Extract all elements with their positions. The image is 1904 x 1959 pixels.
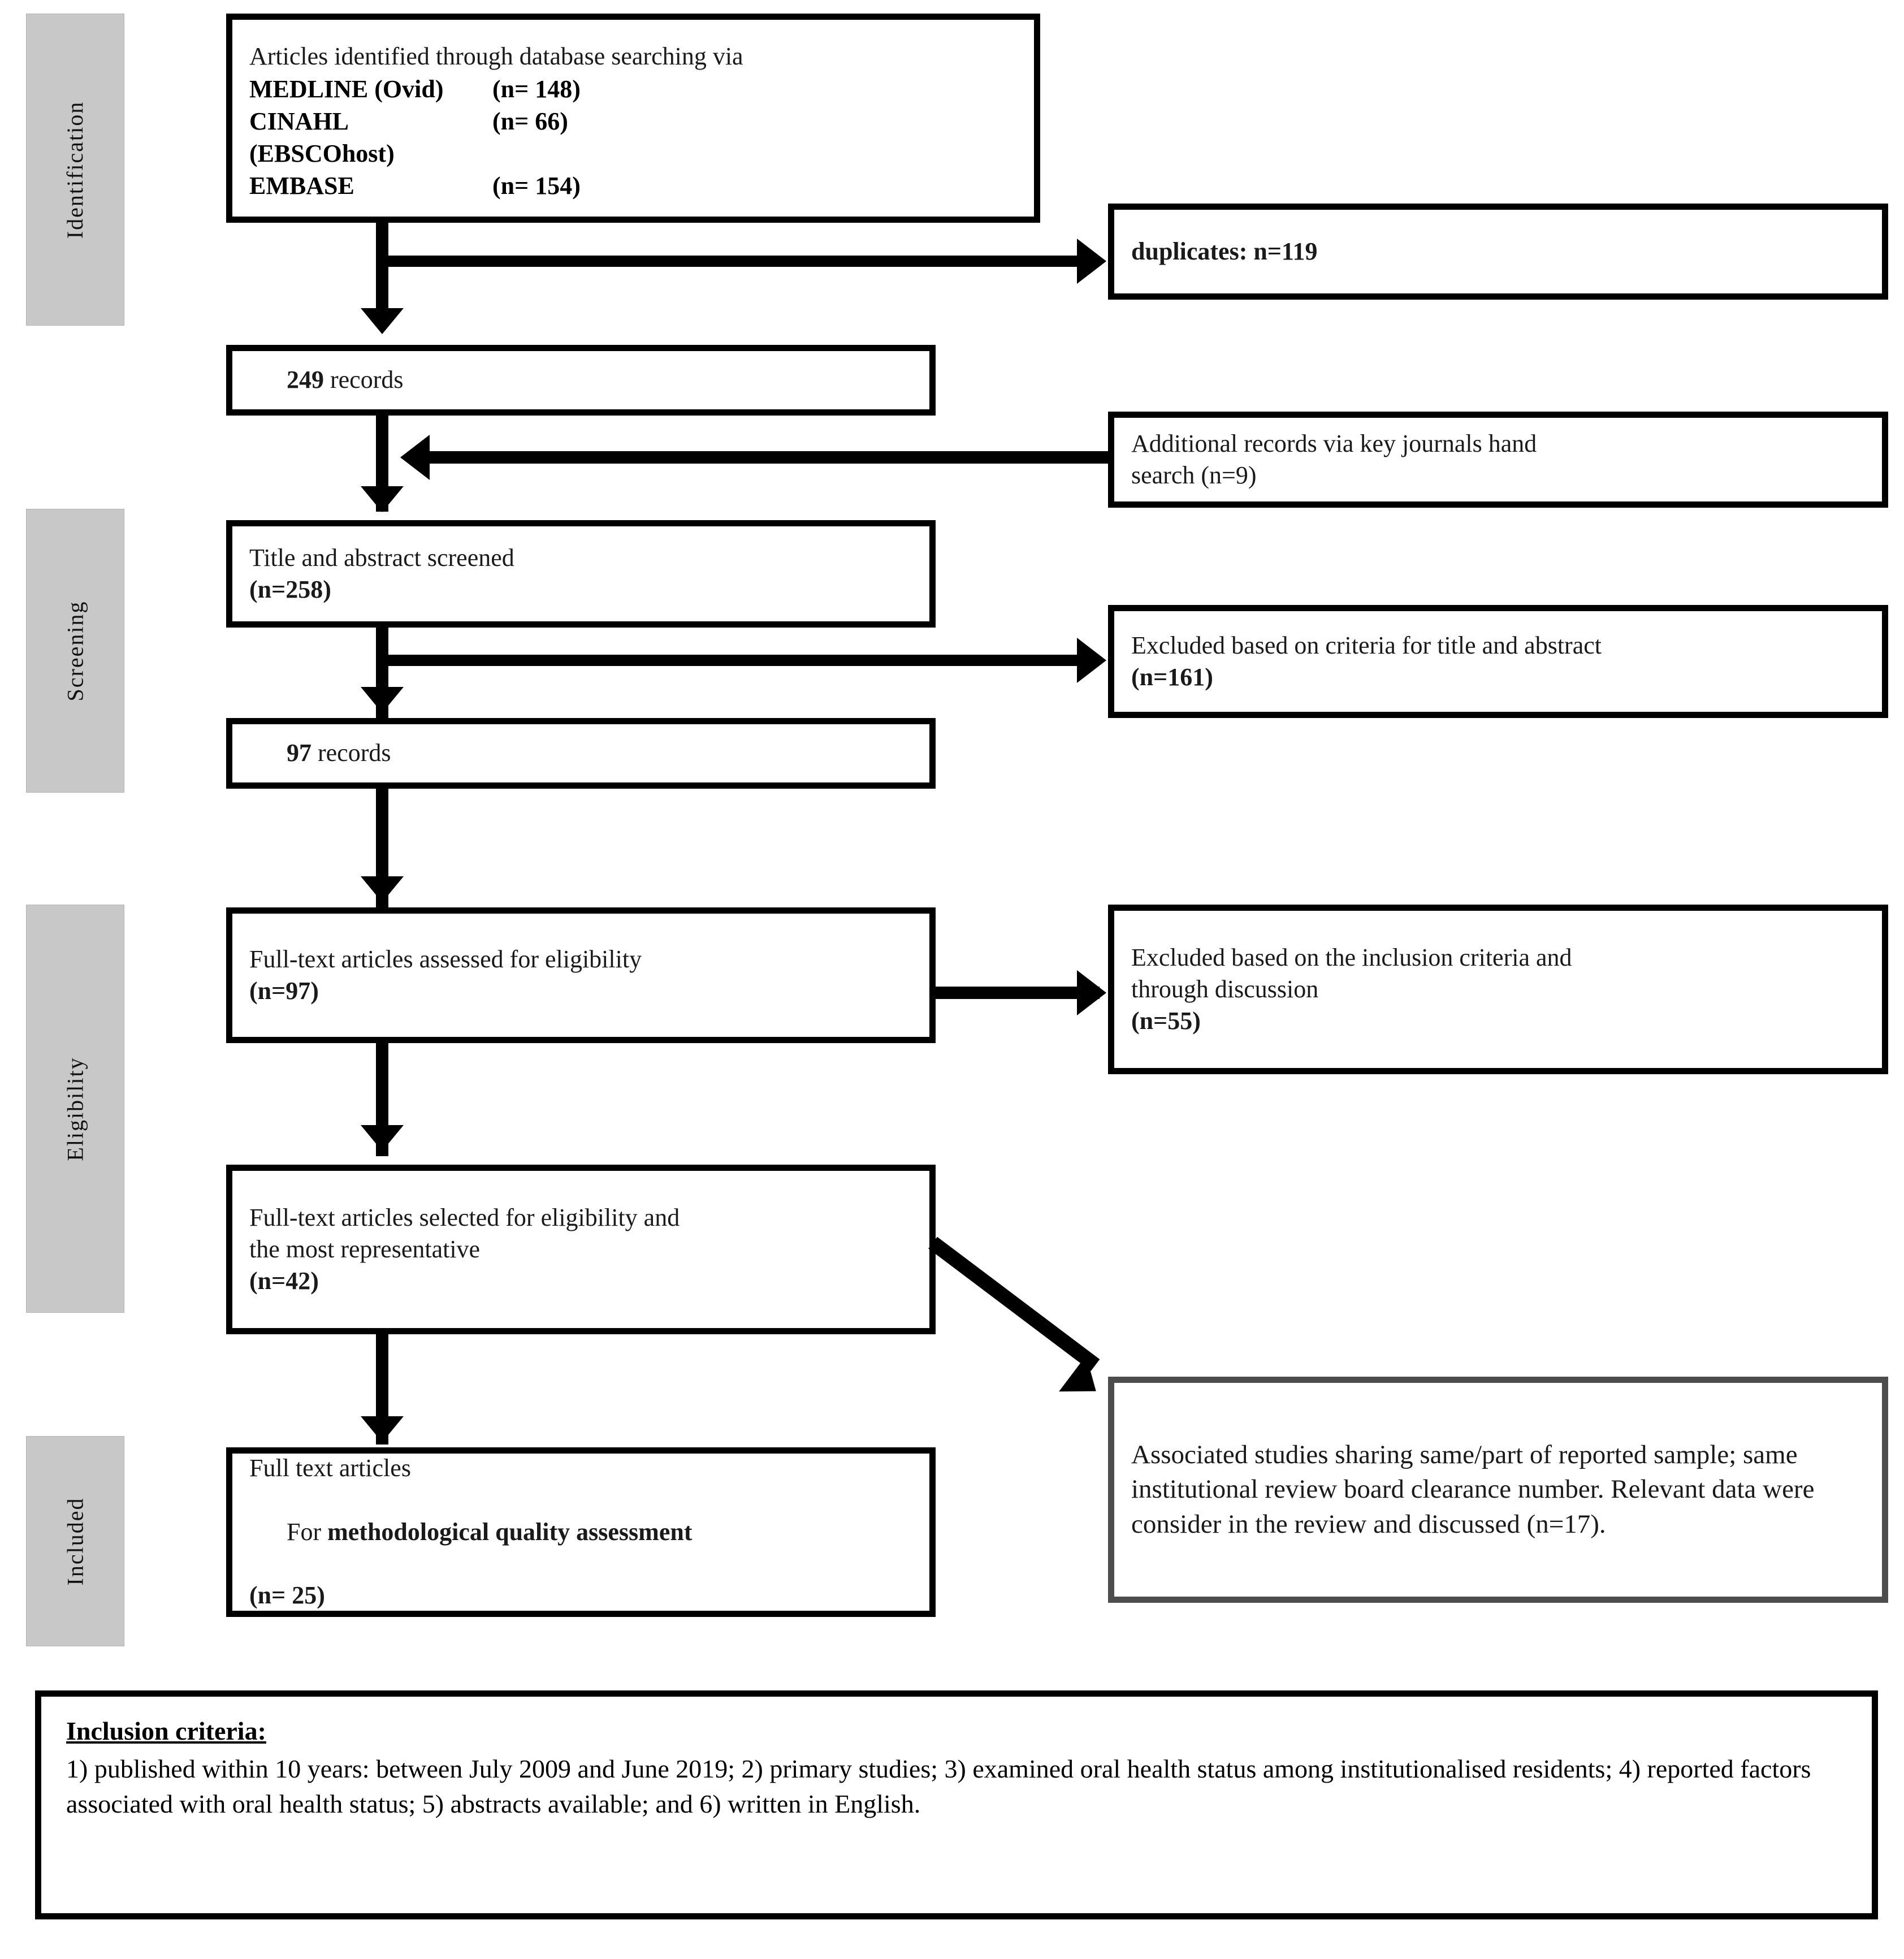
arrowhead-selected-to-included: [361, 1416, 404, 1442]
box-included-final: Full text articles For methodological qu…: [226, 1447, 936, 1617]
records-97-label: records: [311, 739, 391, 767]
fulltext-selected-line3: (n=42): [249, 1267, 319, 1295]
box-excluded-inclusion-discussion: Excluded based on the inclusion criteria…: [1108, 905, 1888, 1074]
box-records-97: 97 records: [226, 718, 936, 789]
source-name-embase: EMBASE: [249, 172, 354, 200]
stage-bar-eligibility: Eligibility: [26, 905, 124, 1313]
arrowhead-selected-to-associated: [1059, 1355, 1110, 1409]
arrowhead-to-duplicates: [1077, 239, 1106, 284]
stage-label-screening: Screening: [62, 600, 88, 701]
arrowhead-assessed-to-selected: [361, 1125, 404, 1151]
arrowhead-249-to-screened: [361, 486, 404, 512]
arrowhead-identification-to-249: [361, 308, 404, 334]
fulltext-selected-line1: Full-text articles selected for eligibil…: [249, 1203, 680, 1231]
included-final-line3: (n= 25): [249, 1581, 325, 1610]
records-249-label: records: [324, 366, 404, 394]
box-excluded-title-abstract: Excluded based on criteria for title and…: [1108, 605, 1888, 718]
fulltext-selected-line2: the most representative: [249, 1235, 481, 1263]
arrowhead-handsearch-to-flow: [400, 435, 430, 480]
stage-label-included: Included: [62, 1497, 88, 1585]
stage-label-identification: Identification: [62, 101, 88, 239]
source-name-medline: MEDLINE (Ovid): [249, 75, 444, 103]
stage-bar-included: Included: [26, 1436, 124, 1646]
included-final-line2: For methodological quality assessment: [249, 1485, 912, 1580]
arrowhead-screened-to-97: [361, 687, 404, 713]
included-final-line2-prefix: For: [287, 1517, 328, 1546]
box-identification: Articles identified through database sea…: [226, 14, 1040, 223]
included-final-line2-bold: methodological quality assessment: [327, 1517, 693, 1546]
box-title-abstract-screened: Title and abstract screened (n=258): [226, 520, 936, 628]
excluded-title-abstract-line1: Excluded based on criteria for title and…: [1131, 631, 1602, 659]
box-duplicates: duplicates: n=119: [1108, 204, 1888, 300]
identification-source-row: EMBASE (n= 154): [249, 170, 1017, 202]
records-97-text: 97 records: [249, 706, 912, 801]
excluded-inclusion-line1: Excluded based on the inclusion criteria…: [1131, 943, 1572, 971]
records-97-number: 97: [287, 739, 311, 767]
connector-to-duplicates: [382, 256, 1092, 267]
excluded-inclusion-line2: through discussion: [1131, 975, 1319, 1003]
identification-heading: Articles identified through database sea…: [249, 42, 743, 71]
hand-search-line2: search (n=9): [1131, 461, 1257, 489]
connector-to-excluded-inclusion: [936, 987, 1100, 999]
arrowhead-to-excluded-title-abstract: [1077, 638, 1106, 683]
stage-label-eligibility: Eligibility: [62, 1056, 88, 1161]
box-fulltext-assessed: Full-text articles assessed for eligibil…: [226, 907, 936, 1043]
arrowhead-to-excluded-inclusion: [1077, 970, 1106, 1015]
box-records-249: 249 records: [226, 345, 936, 416]
connector-identification-to-249: [376, 223, 388, 322]
records-249-text: 249 records: [249, 332, 912, 428]
identification-source-row: MEDLINE (Ovid) (n= 148): [249, 73, 1017, 105]
identification-source-row: CINAHL (EBSCOhost) (n= 66): [249, 105, 1017, 170]
box-fulltext-selected: Full-text articles selected for eligibil…: [226, 1165, 936, 1334]
fulltext-assessed-line1: Full-text articles assessed for eligibil…: [249, 945, 642, 973]
inclusion-criteria-body: 1) published within 10 years: between Ju…: [66, 1754, 1811, 1818]
hand-search-line1: Additional records via key journals hand: [1131, 429, 1537, 457]
stage-bar-identification: Identification: [26, 14, 124, 326]
included-final-line1: Full text articles: [249, 1454, 411, 1482]
connector-selected-to-associated: [928, 1236, 1100, 1372]
duplicates-text: duplicates: n=119: [1131, 237, 1318, 265]
box-associated-studies: Associated studies sharing same/part of …: [1108, 1377, 1888, 1603]
box-hand-search: Additional records via key journals hand…: [1108, 412, 1888, 508]
records-249-number: 249: [287, 366, 324, 394]
excluded-inclusion-line3: (n=55): [1131, 1007, 1201, 1035]
inclusion-criteria-title: Inclusion criteria:: [66, 1716, 266, 1745]
source-count-embase: (n= 154): [492, 172, 581, 200]
stage-bar-screening: Screening: [26, 509, 124, 793]
fulltext-assessed-line2: (n=97): [249, 977, 319, 1005]
connector-to-excluded-title-abstract: [382, 655, 1092, 666]
box-inclusion-criteria: Inclusion criteria: 1) published within …: [35, 1690, 1878, 1919]
connector-handsearch-to-flow: [430, 451, 1108, 464]
source-name-cinahl: CINAHL (EBSCOhost): [249, 107, 395, 168]
associated-studies-text: Associated studies sharing same/part of …: [1131, 1440, 1815, 1539]
title-abstract-line2: (n=258): [249, 576, 331, 603]
source-count-cinahl: (n= 66): [492, 107, 568, 135]
excluded-title-abstract-line2: (n=161): [1131, 663, 1213, 691]
source-count-medline: (n= 148): [492, 75, 581, 103]
title-abstract-line1: Title and abstract screened: [249, 543, 514, 572]
arrowhead-97-to-fulltext-assessed: [361, 876, 404, 902]
